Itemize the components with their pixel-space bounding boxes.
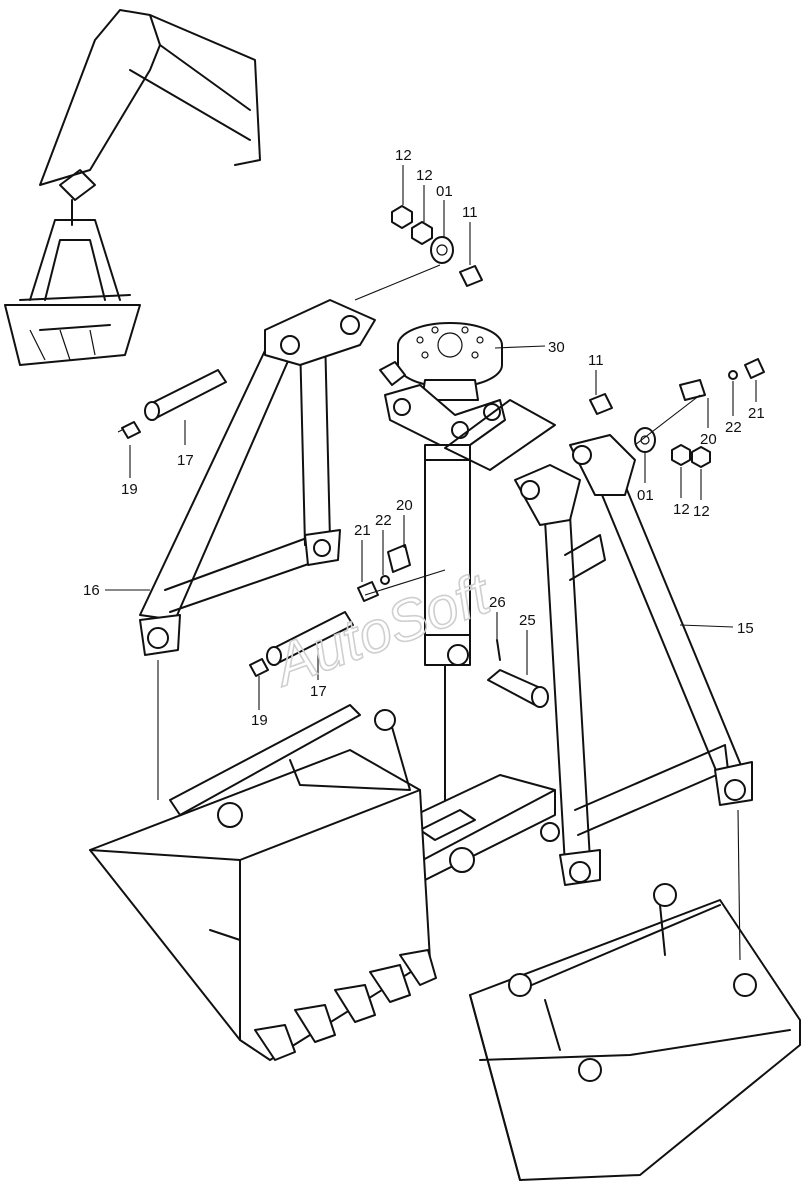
callout-01: 01 [436,183,453,200]
callout-21: 21 [748,405,765,422]
crane-inset-illustration [4,9,261,366]
callout-17: 17 [310,683,327,700]
callout-12: 12 [416,167,433,184]
leader-lines [105,165,757,961]
callout-19: 19 [251,712,268,729]
left-a-frame [139,299,376,656]
callout-21: 21 [354,522,371,539]
callout-11: 11 [462,204,478,221]
callout-25: 25 [519,612,536,629]
callout-11: 11 [588,352,604,369]
middle-hardware-group [357,544,446,602]
guide-bracket [444,399,556,471]
callout-17: 17 [177,452,194,469]
callout-01: 01 [637,487,654,504]
right-hardware-group [589,358,765,468]
callout-26: 26 [489,594,506,611]
callout-22: 22 [725,419,742,436]
upper-pin [117,369,227,439]
callout-labels: 12 12 01 11 30 11 19 20 22 21 17 19 01 1… [83,147,765,729]
callout-16: 16 [83,582,100,599]
callout-12: 12 [693,503,710,520]
callout-30: 30 [548,339,565,356]
central-cylinder [379,322,506,836]
right-a-frame [514,434,753,886]
lower-pin [249,611,354,677]
callout-12: 12 [673,501,690,518]
callout-20: 20 [700,431,717,448]
callout-20: 20 [396,497,413,514]
callout-12: 12 [395,147,412,164]
callout-19: 19 [121,481,138,498]
pin-25-and-cotter [487,639,549,708]
upper-hardware-group [354,205,483,301]
callout-22: 22 [375,512,392,529]
left-bucket [89,704,437,1061]
right-bucket [469,883,801,1181]
callout-15: 15 [737,620,754,637]
